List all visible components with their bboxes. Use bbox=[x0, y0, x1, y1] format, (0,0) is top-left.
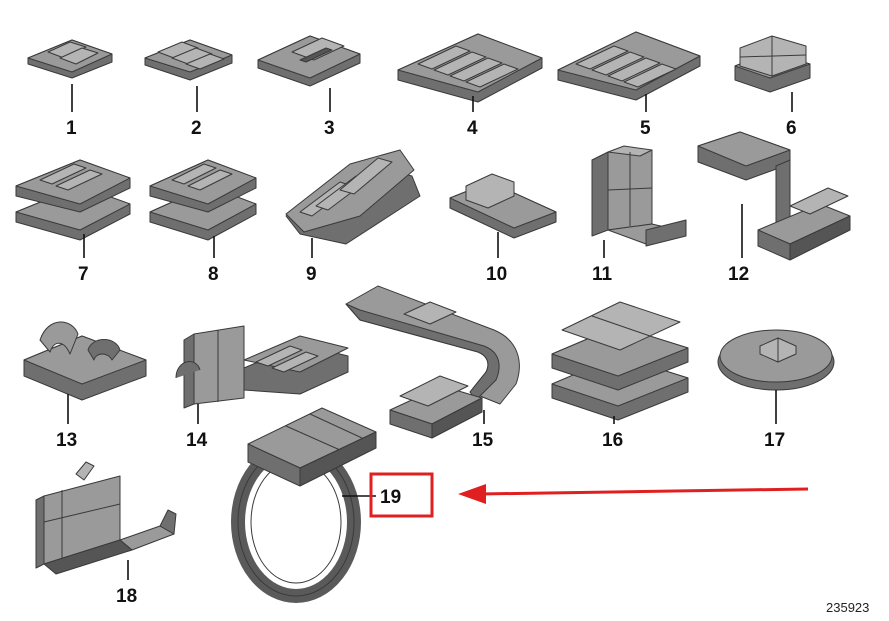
part-label-8: 8 bbox=[208, 264, 219, 285]
part-7-clip[interactable] bbox=[15, 159, 131, 258]
part-label-14: 14 bbox=[186, 430, 208, 451]
part-2-clip[interactable] bbox=[144, 39, 233, 112]
part-16-clip[interactable] bbox=[551, 301, 689, 424]
highlight-box bbox=[369, 472, 434, 518]
part-label-7: 7 bbox=[78, 264, 89, 285]
part-label-15: 15 bbox=[472, 430, 494, 451]
part-3-clip[interactable] bbox=[257, 35, 361, 112]
part-label-17: 17 bbox=[764, 430, 785, 451]
part-label-6: 6 bbox=[786, 118, 797, 139]
part-label-5: 5 bbox=[640, 118, 651, 139]
part-label-18: 18 bbox=[116, 586, 137, 607]
part-19-ring-clip[interactable] bbox=[231, 407, 377, 603]
part-18-bracket[interactable] bbox=[35, 461, 177, 580]
part-15-clip[interactable] bbox=[345, 285, 520, 439]
part-8-clip[interactable] bbox=[149, 159, 257, 258]
part-1-clip[interactable] bbox=[27, 39, 113, 112]
part-label-19: 19 bbox=[380, 487, 401, 508]
part-label-3: 3 bbox=[324, 118, 335, 139]
part-label-11: 11 bbox=[592, 264, 613, 285]
part-label-16: 16 bbox=[602, 430, 623, 451]
catalog-number: 235923 bbox=[826, 600, 869, 615]
part-label-2: 2 bbox=[191, 118, 202, 139]
part-6-clip[interactable] bbox=[734, 35, 811, 112]
part-11-clip[interactable] bbox=[591, 145, 687, 258]
part-4-clip[interactable] bbox=[397, 33, 543, 112]
part-label-9: 9 bbox=[306, 264, 317, 285]
part-9-clip[interactable] bbox=[285, 149, 421, 258]
part-10-clip[interactable] bbox=[449, 173, 557, 258]
part-label-10: 10 bbox=[486, 264, 507, 285]
part-label-4: 4 bbox=[467, 118, 478, 139]
part-14-clip[interactable] bbox=[175, 325, 349, 424]
part-13-clip[interactable] bbox=[23, 321, 147, 424]
part-17-plug[interactable] bbox=[717, 329, 835, 424]
part-12-clip[interactable] bbox=[697, 131, 851, 261]
part-label-1: 1 bbox=[66, 118, 77, 139]
part-5-clip[interactable] bbox=[557, 31, 701, 112]
part-label-12: 12 bbox=[728, 264, 749, 285]
part-label-13: 13 bbox=[56, 430, 77, 451]
red-arrow-left-icon bbox=[458, 484, 809, 504]
